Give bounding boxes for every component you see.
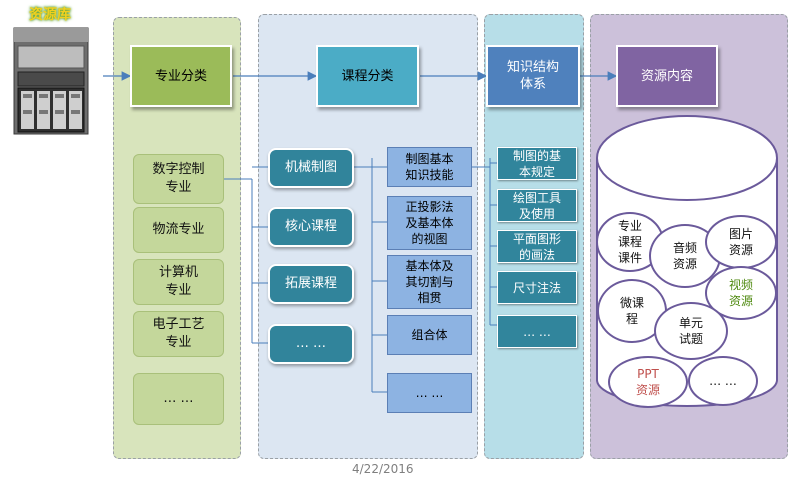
header-major: 专业分类 bbox=[130, 45, 232, 107]
knowledge-item-tools: 绘图工具 及使用 bbox=[497, 189, 577, 222]
knowledge-item-dimension: 尺寸注法 bbox=[497, 271, 577, 304]
resource-more: … … bbox=[688, 356, 758, 406]
resource-test: 单元 试题 bbox=[654, 302, 728, 360]
course-item-more: … … bbox=[268, 324, 354, 364]
knowledge-item-more: … … bbox=[497, 315, 577, 348]
topic-item-composite: 组合体 bbox=[387, 315, 472, 355]
topic-item-basics: 制图基本 知识技能 bbox=[387, 147, 472, 187]
topic-item-intersection: 基本体及 其切割与 相贯 bbox=[387, 255, 472, 309]
topic-item-projection: 正投影法 及基本体 的视图 bbox=[387, 196, 472, 250]
resource-ppt: PPT 资源 bbox=[608, 356, 688, 408]
knowledge-item-plane: 平面图形 的画法 bbox=[497, 230, 577, 263]
major-item-electronics: 电子工艺 专业 bbox=[133, 311, 224, 357]
header-knowledge: 知识结构 体系 bbox=[486, 45, 580, 107]
slide-date: 4/22/2016 bbox=[352, 462, 414, 476]
server-icon bbox=[12, 18, 90, 136]
header-course: 课程分类 bbox=[316, 45, 419, 107]
knowledge-item-rules: 制图的基 本规定 bbox=[497, 147, 577, 180]
course-item-core: 核心课程 bbox=[268, 207, 354, 247]
major-item-cnc: 数字控制 专业 bbox=[133, 154, 224, 204]
resource-image: 图片 资源 bbox=[705, 215, 777, 269]
major-item-logistics: 物流专业 bbox=[133, 207, 224, 253]
major-item-more: … … bbox=[133, 373, 224, 425]
major-item-computer: 计算机 专业 bbox=[133, 259, 224, 305]
header-resource: 资源内容 bbox=[616, 45, 718, 107]
course-item-extension: 拓展课程 bbox=[268, 264, 354, 304]
server-label: 资源库 bbox=[29, 7, 71, 23]
resource-video: 视频 资源 bbox=[705, 266, 777, 320]
topic-item-more: … … bbox=[387, 373, 472, 413]
course-item-drawing: 机械制图 bbox=[268, 148, 354, 188]
